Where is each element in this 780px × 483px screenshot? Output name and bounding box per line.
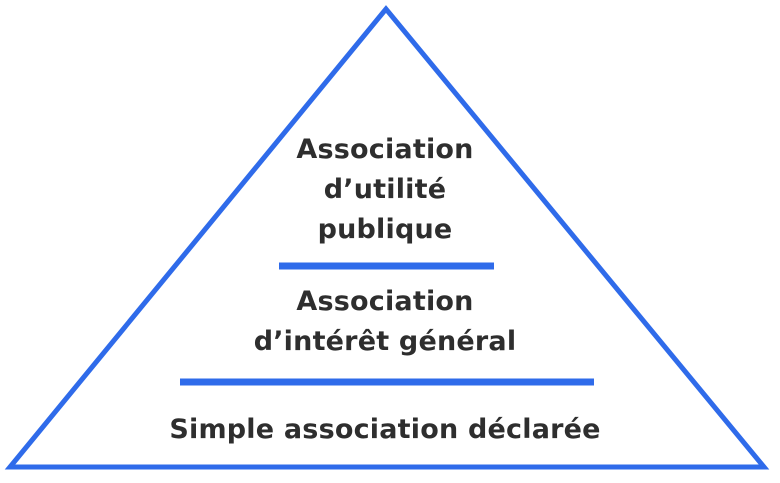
tier-top-line-1: Association: [296, 134, 474, 165]
tier-top-line-3: publique: [317, 214, 453, 245]
tier-top-line-2: d’utilité: [323, 174, 447, 205]
tier-bottom-label: Simple association déclarée: [100, 410, 670, 450]
tier-bottom-line-1: Simple association déclarée: [169, 414, 601, 445]
tier-middle-label: Association d’intérêt général: [200, 282, 570, 362]
pyramid-outline: [4, 5, 770, 470]
tier-top-label: Association d’utilité publique: [230, 130, 540, 250]
tier-middle-line-1: Association: [296, 286, 474, 317]
tier-middle-line-2: d’intérêt général: [253, 326, 517, 357]
